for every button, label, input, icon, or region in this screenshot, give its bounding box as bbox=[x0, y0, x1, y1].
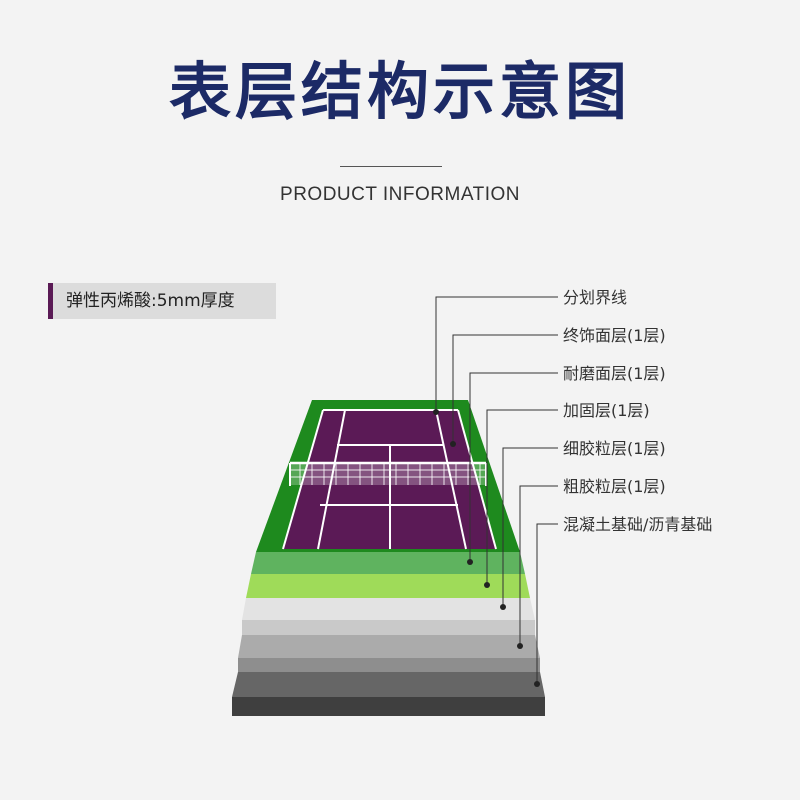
base-layer-front bbox=[232, 697, 545, 716]
page-title: 表层结构示意图 bbox=[168, 55, 631, 128]
spec-text: 弹性丙烯酸:5mm厚度 bbox=[66, 291, 235, 311]
layer-label-reinforce: 加固层(1层) bbox=[563, 401, 650, 420]
layer-label-base: 混凝土基础/沥青基础 bbox=[563, 515, 712, 534]
callout-dots bbox=[433, 409, 540, 687]
spec-badge: 弹性丙烯酸:5mm厚度 bbox=[48, 283, 276, 319]
court-lines bbox=[282, 409, 497, 550]
layer-label-wear-coat: 耐磨面层(1层) bbox=[563, 364, 666, 383]
page-subtitle: PRODUCT INFORMATION bbox=[280, 184, 520, 205]
spec-accent-bar bbox=[48, 283, 53, 319]
base-layer-top bbox=[232, 672, 545, 697]
wear-layer bbox=[251, 552, 525, 574]
fine-rubber-layer-front bbox=[242, 620, 535, 635]
layer-label-coarse-rubber: 粗胶粒层(1层) bbox=[563, 477, 666, 496]
callout-leaders bbox=[435, 296, 558, 684]
coarse-rubber-layer-front bbox=[238, 658, 540, 672]
title-divider bbox=[340, 166, 442, 167]
fine-rubber-layer-top bbox=[242, 598, 535, 620]
reinforce-layer bbox=[246, 574, 530, 598]
coarse-rubber-layer-top bbox=[238, 635, 540, 658]
layer-label-boundary-lines: 分划界线 bbox=[563, 288, 627, 307]
layer-label-fine-rubber: 细胶粒层(1层) bbox=[563, 439, 666, 458]
tennis-net bbox=[289, 461, 487, 486]
layer-label-finish-coat: 终饰面层(1层) bbox=[563, 326, 666, 345]
